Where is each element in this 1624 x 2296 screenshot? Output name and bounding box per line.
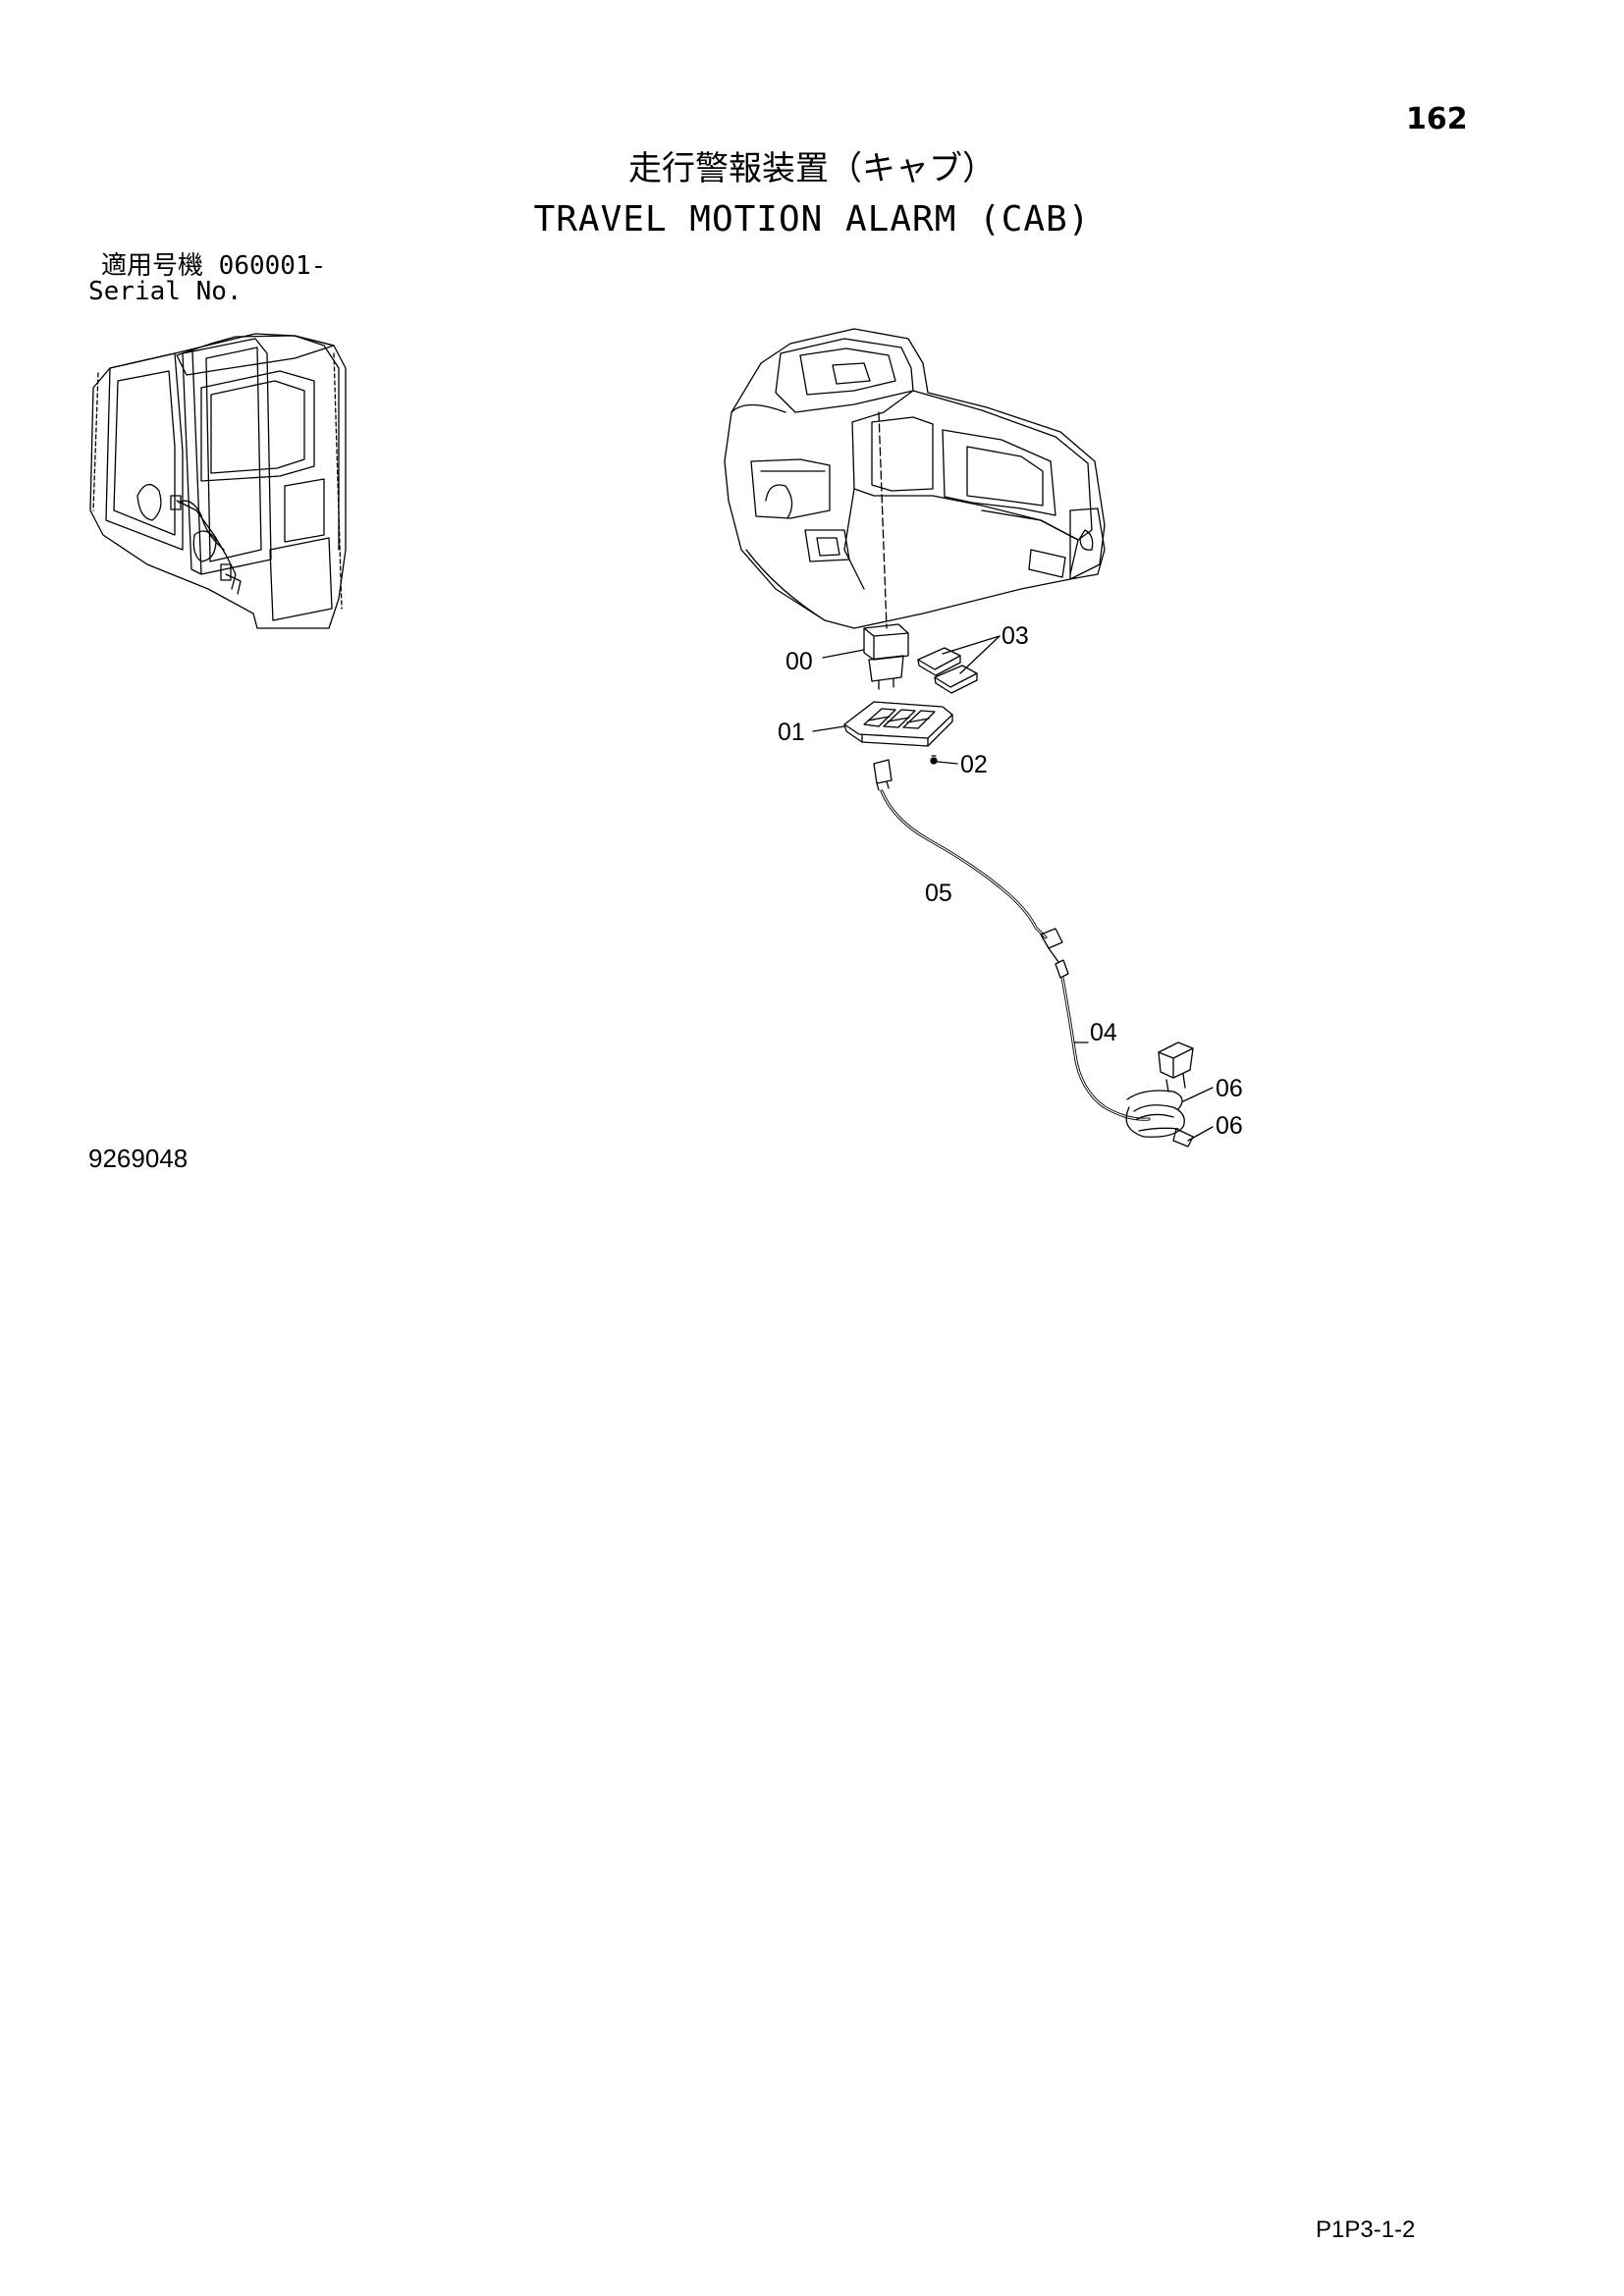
part-00-switch — [864, 624, 908, 689]
part-06-alarm-connectors — [1126, 1042, 1193, 1147]
drawing-number: 9269048 — [88, 1144, 189, 1173]
callout-06-a: 06 — [1216, 1075, 1243, 1102]
part-03-covers — [918, 648, 977, 693]
callout-04: 04 — [1090, 1019, 1117, 1046]
serial-label-en: Serial No. — [88, 277, 243, 306]
console-housing-illustration — [725, 329, 1105, 628]
callout-05: 05 — [925, 880, 952, 907]
callout-03: 03 — [1001, 622, 1029, 650]
part-02-screw — [931, 756, 937, 764]
footer-code: P1P3-1-2 — [1316, 2216, 1416, 2243]
callout-02: 02 — [960, 751, 988, 778]
page-title-jp: 走行警報装置（キャブ） — [628, 149, 996, 188]
callout-00: 00 — [785, 648, 813, 675]
callout-leaders — [813, 636, 1213, 1141]
page-title-en: TRAVEL MOTION ALARM (CAB) — [533, 199, 1091, 240]
part-01-switch-panel — [844, 702, 952, 746]
leader-dashed-line — [879, 412, 887, 628]
part-05-harness — [874, 760, 1062, 962]
page-number: 162 — [1406, 102, 1468, 136]
callout-06-b: 06 — [1216, 1112, 1243, 1140]
callout-01: 01 — [778, 719, 805, 746]
serial-range: 060001- — [218, 251, 327, 281]
serial-label-jp: 適用号機 — [101, 251, 204, 281]
serial-applicable: 適用号機 060001- — [101, 253, 326, 279]
cab-overview-illustration — [90, 334, 346, 628]
